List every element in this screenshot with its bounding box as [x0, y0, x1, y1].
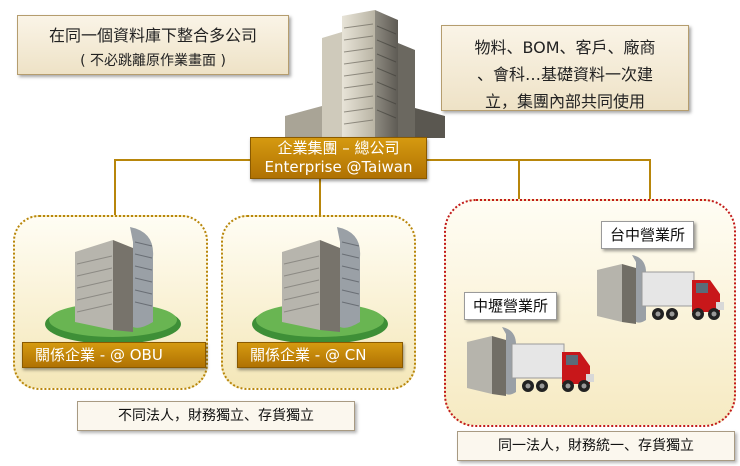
- same-entity-note: 同一法人，財務統一、存貨獨立: [457, 431, 735, 461]
- branch-taichung-label: 台中營業所: [601, 221, 695, 249]
- shared-master-data-line1: 物料、BOM、客戶、廠商: [474, 38, 656, 57]
- branch-zhongli-truck-icon: [467, 327, 594, 396]
- affiliate-cn-building-icon: [252, 227, 388, 344]
- headquarters-label-line1: 企業集團 – 總公司: [277, 139, 400, 157]
- headquarters-building-icon: [285, 10, 445, 138]
- branch-taichung-truck-icon: [597, 255, 724, 324]
- affiliate-obu-building-icon: [45, 227, 181, 344]
- shared-master-data-line2: 、會科…基礎資料一次建: [476, 65, 653, 84]
- multi-company-note-line1: 在同一個資料庫下整合多公司: [48, 26, 257, 45]
- separate-entity-note: 不同法人，財務獨立、存貨獨立: [77, 401, 355, 431]
- branch-zhongli-label: 中壢營業所: [464, 292, 558, 320]
- shared-master-data-line3: 立，集團內部共同使用: [484, 92, 645, 111]
- shared-master-data-note: 物料、BOM、客戶、廠商 、會科…基礎資料一次建 立，集團內部共同使用: [441, 25, 689, 111]
- multi-company-note-line2: ( 不必跳離原作業畫面 ): [80, 53, 226, 69]
- multi-company-note: 在同一個資料庫下整合多公司 ( 不必跳離原作業畫面 ): [17, 15, 289, 75]
- affiliate-cn-label: 關係企業 - @ CN: [237, 342, 403, 368]
- headquarters-label: 企業集團 – 總公司 Enterprise @Taiwan: [250, 137, 427, 179]
- affiliate-obu-label: 關係企業 - @ OBU: [22, 342, 206, 368]
- headquarters-label-line2: Enterprise @Taiwan: [264, 158, 413, 176]
